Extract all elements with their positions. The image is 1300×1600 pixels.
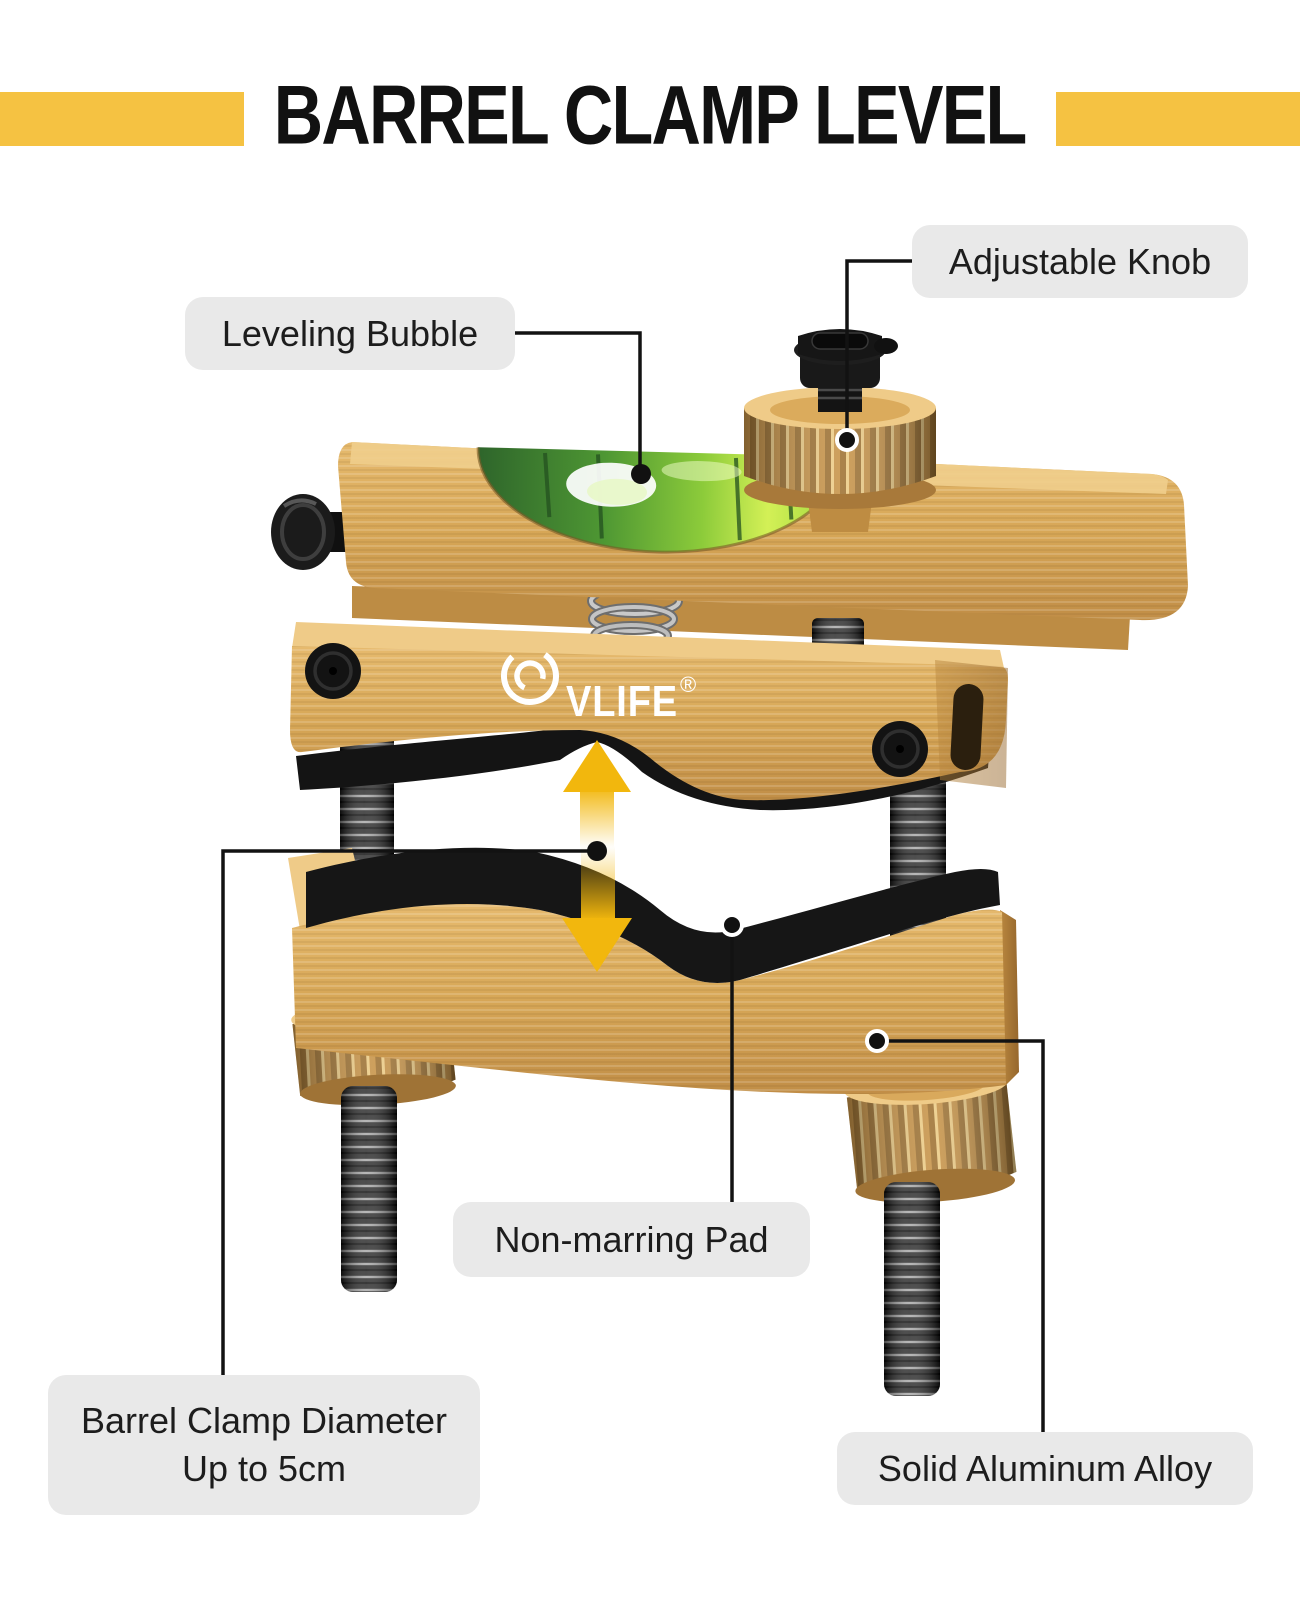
callout-dot-adjustable-knob: [835, 428, 859, 452]
callout-dot-leveling-bubble: [631, 464, 651, 484]
callout-dot-barrel-clamp-diameter: [587, 841, 607, 861]
callout-line-solid-aluminum-alloy: [877, 1039, 1045, 1432]
page-title: BARREL CLAMP LEVEL: [274, 68, 1028, 163]
registered-mark: ®: [680, 672, 696, 697]
title-accent-bar-left: [0, 92, 244, 146]
callout-dot-solid-aluminum-alloy: [865, 1029, 889, 1053]
side-pin: [271, 494, 354, 570]
pivot-cap-right: [872, 721, 928, 777]
callout-line-adjustable-knob: [845, 259, 912, 432]
callout-line-leveling-bubble: [515, 331, 642, 468]
adjustable-knob: [744, 329, 936, 532]
lower-pad: [306, 847, 1000, 983]
threaded-rod-bottom-right: [884, 1182, 940, 1396]
title-accent-bar-right: [1056, 92, 1300, 146]
callout-dot-non-marring-pad: [720, 913, 744, 937]
label-barrel-clamp-diameter: Barrel Clamp Diameter Up to 5cm: [48, 1375, 480, 1515]
pivot-cap-left: [305, 643, 361, 699]
middle-jaw: VLIFE ®: [290, 622, 1008, 811]
inner-ledge: [352, 586, 1130, 650]
label-solid-aluminum-alloy: Solid Aluminum Alloy: [837, 1432, 1253, 1505]
label-adjustable-knob: Adjustable Knob: [912, 225, 1248, 298]
end-slot: [950, 684, 984, 770]
thumb-screw: [794, 329, 898, 412]
label-non-marring-pad: Non-marring Pad: [453, 1202, 810, 1277]
callout-line-barrel-clamp-diameter: [221, 849, 597, 1375]
threaded-rod-bottom-left: [341, 1086, 397, 1292]
label-leveling-bubble: Leveling Bubble: [185, 297, 515, 370]
lower-jaw: [288, 847, 1019, 1094]
brand-logo-text: VLIFE: [566, 677, 678, 726]
clamp-arrow-up: [563, 740, 631, 848]
